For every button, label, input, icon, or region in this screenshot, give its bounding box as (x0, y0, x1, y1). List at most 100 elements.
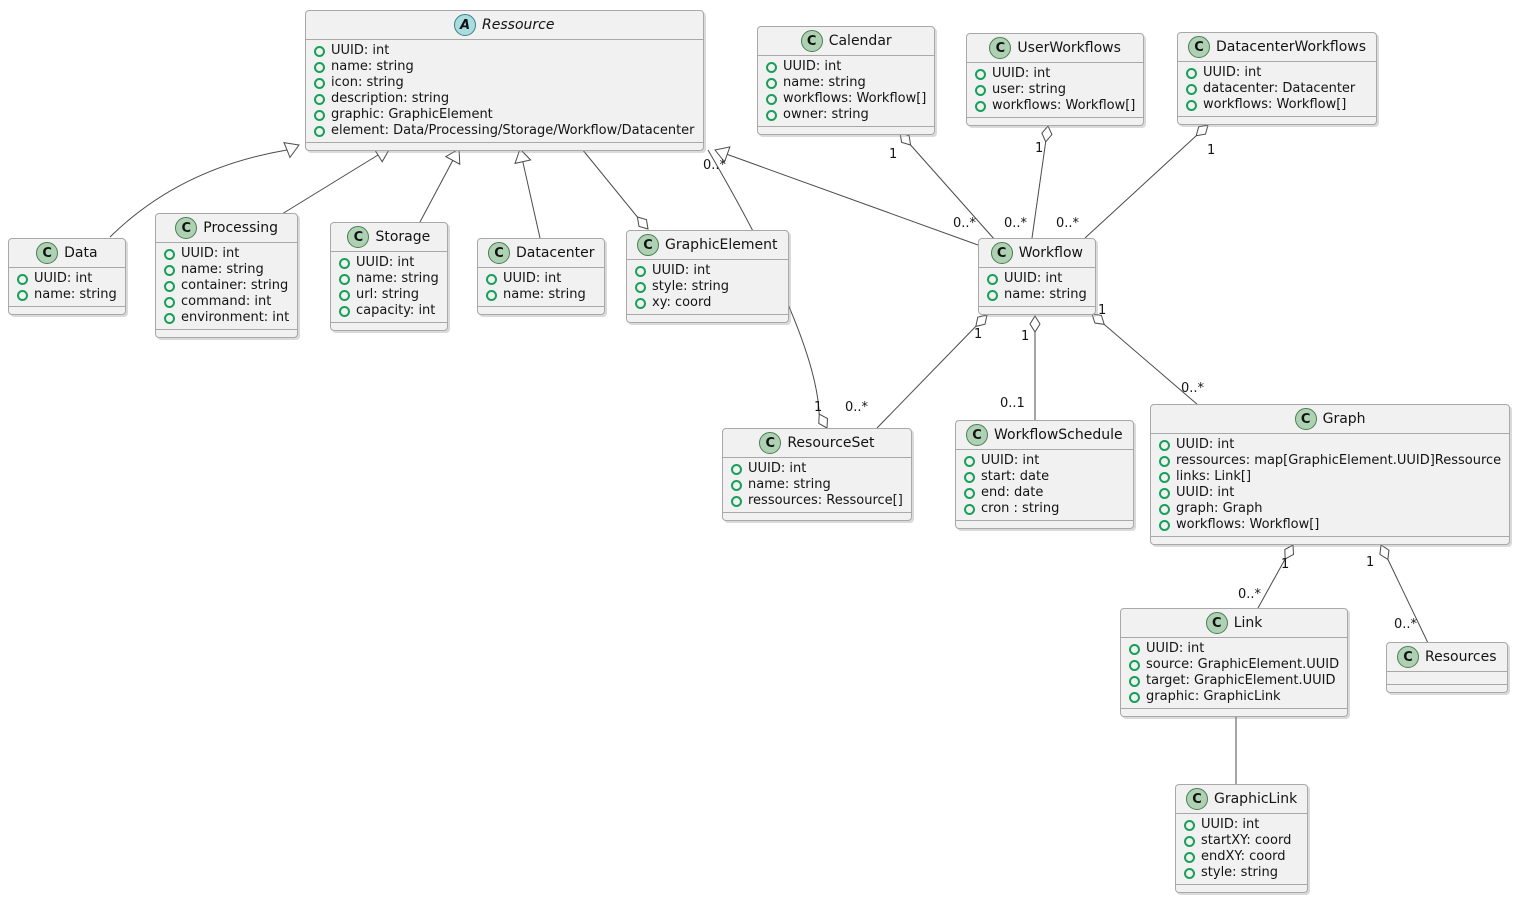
field-icon (1129, 659, 1140, 671)
field-icon (486, 273, 497, 285)
attribute-text: source: GraphicElement.UUID (1146, 657, 1340, 672)
class-title: Resources (1425, 649, 1497, 665)
attribute-row: UUID: int (987, 271, 1087, 287)
attribute-text: UUID: int (981, 453, 1040, 468)
class-title: Workflow (1018, 245, 1083, 261)
attributes: UUID: int name: string (979, 268, 1095, 306)
field-icon (314, 93, 325, 105)
attribute-row: name: string (314, 59, 695, 75)
field-icon (1159, 519, 1170, 531)
attribute-row: UUID: int (486, 271, 596, 287)
field-icon (314, 77, 325, 89)
class-title: WorkflowSchedule (994, 427, 1123, 443)
attribute-row: element: Data/Processing/Storage/Workflo… (314, 123, 695, 139)
field-icon (1159, 503, 1170, 515)
field-icon (486, 289, 497, 301)
edge-graph-link-aggregation (1257, 544, 1295, 609)
attribute-row: ressources: Ressource[] (731, 493, 903, 509)
class-icon: C (175, 217, 198, 239)
class-graphiclink-header: C GraphicLink (1176, 785, 1308, 814)
field-icon (1159, 455, 1170, 467)
methods-compartment (478, 306, 605, 314)
class-data-header: C Data (9, 239, 125, 268)
field-icon (314, 125, 325, 137)
multiplicity-label: 1 (1098, 303, 1107, 318)
attribute-row: owner: string (766, 107, 926, 123)
attribute-row: workflows: Workflow[] (975, 98, 1135, 114)
edge-resourceset-ressource-aggregation (707, 149, 829, 429)
attributes: UUID: int start: date end: date cron : s… (956, 450, 1133, 520)
attribute-row: name: string (731, 477, 903, 493)
methods-compartment (967, 117, 1144, 125)
methods-compartment (723, 512, 911, 520)
class-resources-header: C Resources (1387, 643, 1507, 672)
attribute-row: target: GraphicElement.UUID (1129, 673, 1339, 689)
attribute-text: UUID: int (356, 255, 415, 270)
edge-workflow-resourceset-aggregation (876, 314, 988, 429)
attribute-text: command: int (181, 294, 272, 309)
attribute-text: name: string (503, 287, 586, 302)
attribute-text: style: string (652, 279, 730, 294)
class-icon: C (990, 242, 1013, 264)
methods-compartment (331, 322, 447, 330)
attribute-text: startXY: coord (1201, 833, 1292, 848)
attribute-row: UUID: int (766, 59, 926, 75)
attribute-text: UUID: int (1004, 271, 1063, 286)
multiplicity-label: 0..1 (1000, 396, 1025, 411)
attribute-row: UUID: int (1129, 641, 1339, 657)
attribute-text: name: string (331, 59, 414, 74)
class-datacenter-header: C Datacenter (478, 239, 605, 268)
field-icon (1184, 851, 1195, 863)
attribute-row: graphic: GraphicLink (1129, 689, 1339, 705)
field-icon (731, 479, 742, 491)
attribute-row: cron : string (964, 501, 1125, 517)
field-icon (314, 61, 325, 73)
attribute-row: UUID: int (1184, 817, 1299, 833)
multiplicity-label: 0..* (953, 216, 977, 231)
attribute-text: end: date (981, 485, 1044, 500)
class-graph-header: C Graph (1151, 405, 1510, 434)
field-icon (1184, 819, 1195, 831)
field-icon (1186, 83, 1197, 95)
attribute-text: ressources: Ressource[] (748, 493, 903, 508)
class-title: Graph (1322, 411, 1366, 427)
attribute-row: UUID: int (1186, 65, 1368, 81)
attribute-row: name: string (987, 287, 1087, 303)
edge-workflow-extends-ressource (714, 146, 979, 246)
edge-data-extends-ressource (109, 141, 300, 238)
attribute-text: container: string (181, 278, 289, 293)
attribute-row: name: string (486, 287, 596, 303)
field-icon (964, 471, 975, 483)
multiplicity-label: 1 (1021, 329, 1030, 344)
attribute-row: ressources: map[GraphicElement.UUID]Ress… (1159, 453, 1501, 469)
attributes: UUID: int name: string (9, 268, 125, 306)
field-icon (164, 296, 175, 308)
field-icon (975, 100, 986, 112)
attribute-text: owner: string (783, 107, 869, 122)
class-graphicelement: C GraphicElement UUID: int style: string… (626, 230, 789, 323)
class-icon: C (36, 242, 59, 264)
attribute-row: workflows: Workflow[] (1159, 517, 1501, 533)
attributes: UUID: int datacenter: Datacenter workflo… (1178, 62, 1376, 116)
attribute-row: environment: int (164, 310, 289, 326)
edge-graph-resources-aggregation (1379, 544, 1429, 644)
attribute-text: UUID: int (34, 271, 93, 286)
edge-workflow-graph-aggregation (1091, 313, 1199, 406)
class-title: Datacenter (516, 245, 595, 261)
attribute-text: url: string (356, 287, 420, 302)
attribute-row: command: int (164, 294, 289, 310)
attribute-row: UUID: int (635, 263, 780, 279)
attribute-text: name: string (783, 75, 866, 90)
field-icon (975, 84, 986, 96)
class-calendar-header: C Calendar (758, 27, 935, 56)
field-icon (1159, 471, 1170, 483)
field-icon (964, 503, 975, 515)
class-icon: C (347, 226, 370, 248)
field-icon (339, 289, 350, 301)
attribute-row: style: string (635, 279, 780, 295)
attribute-row: UUID: int (975, 66, 1135, 82)
methods-compartment (306, 142, 703, 150)
class-icon: C (1186, 788, 1208, 810)
methods-compartment (758, 126, 935, 134)
